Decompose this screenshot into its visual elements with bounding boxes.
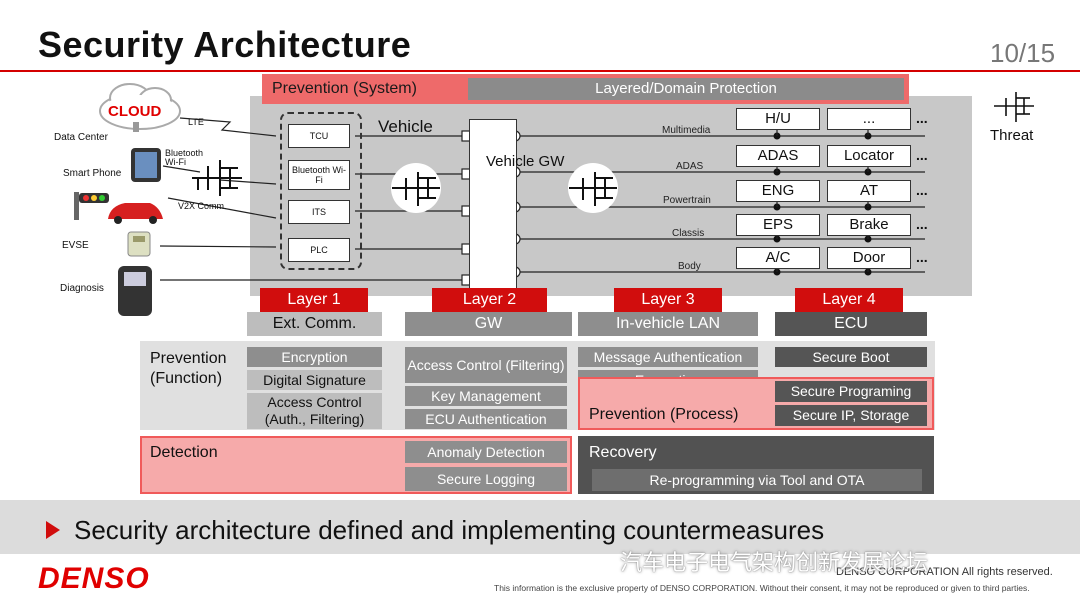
l4-secure-boot: Secure Boot [775, 347, 927, 367]
traffic-light-icon [74, 192, 79, 220]
bus-powertrain: Powertrain [663, 195, 711, 206]
vehicle-gw-label: Vehicle GW [486, 153, 565, 170]
summary-text: Security architecture defined and implem… [74, 515, 825, 545]
ecu-ac: A/C [736, 247, 820, 269]
ecu-more: ... [827, 108, 911, 130]
l1-digital-signature: Digital Signature [247, 370, 382, 390]
layer-3-sub: In-vehicle LAN [578, 312, 758, 336]
layer-4: Layer 4 [795, 288, 903, 312]
threat-icon [192, 92, 1034, 206]
prevention-process-label: Prevention (Process) [589, 406, 739, 423]
smart-phone-label: Smart Phone [63, 168, 122, 179]
vehicle-label: Vehicle [378, 117, 433, 136]
ecu-door: Door [827, 247, 911, 269]
evse-label: EVSE [62, 240, 89, 251]
l1-access-control: Access Control (Auth., Filtering) [247, 393, 382, 429]
bus-multimedia: Multimedia [662, 125, 711, 136]
ellipsis-adas: ... [916, 147, 928, 163]
ellipsis-body: ... [916, 249, 928, 265]
detection-label: Detection [150, 444, 218, 461]
l2-key-management: Key Management [405, 386, 567, 406]
bus-adas: ADAS [676, 161, 704, 172]
cloud-icon [99, 83, 181, 132]
ecu-hu: H/U [736, 108, 820, 130]
layer-1-sub: Ext. Comm. [247, 312, 382, 336]
l2-access-control: Access Control (Filtering) [405, 347, 567, 383]
ecu-brake: Brake [827, 214, 911, 236]
layer-3: Layer 3 [614, 288, 722, 312]
bus-body: Body [678, 261, 701, 272]
summary-bar [0, 500, 1080, 554]
confidential-notice: This information is the exclusive proper… [494, 583, 1030, 593]
denso-logo: DENSO [38, 562, 150, 595]
layer-2: Layer 2 [432, 288, 547, 312]
ecu-locator: Locator [827, 145, 911, 167]
ellipsis-multimedia: ... [916, 110, 928, 126]
recovery-label: Recovery [589, 444, 657, 461]
ellipsis-classis: ... [916, 216, 928, 232]
tcu-unit: TCU [288, 124, 350, 148]
bluetooth-wifi-unit: Bluetooth Wi-Fi [288, 160, 350, 190]
cloud-label: CLOUD [108, 103, 162, 120]
plc-unit: PLC [288, 238, 350, 262]
l2-ecu-authentication: ECU Authentication [405, 409, 567, 429]
secure-programing: Secure Programing [775, 381, 927, 402]
data-center-label: Data Center [54, 132, 108, 143]
ecu-at: AT [827, 180, 911, 202]
ecu-eps: EPS [736, 214, 820, 236]
external-comm-group [280, 112, 362, 270]
header-divider [0, 70, 1080, 72]
layered-protection-bar: Layered/Domain Protection [468, 78, 904, 100]
car-icon [108, 203, 163, 219]
l1-encryption: Encryption [247, 347, 382, 367]
bt-wifi-label: Bluetooth Wi-Fi [165, 148, 204, 167]
bus-classis: Classis [672, 228, 705, 239]
prevention-function-label: Prevention (Function) [150, 350, 227, 387]
lte-label: LTE [188, 117, 204, 127]
bullet-triangle-icon [46, 521, 60, 539]
copyright: DENSO CORPORATION All rights reserved. [836, 566, 1053, 578]
layer-2-sub: GW [405, 312, 572, 336]
page-number: 10/15 [990, 38, 1056, 68]
evse-icon [127, 231, 151, 257]
secure-logging: Secure Logging [405, 467, 567, 491]
page-title: Security Architecture [38, 24, 412, 65]
secure-ip-storage: Secure IP, Storage [775, 405, 927, 426]
l3-message-authentication: Message Authentication [578, 347, 758, 367]
layer-4-sub: ECU [775, 312, 927, 336]
threat-label: Threat [990, 127, 1034, 144]
its-unit: ITS [288, 200, 350, 224]
ellipsis-powertrain: ... [916, 182, 928, 198]
watermark: 汽车电子电气架构创新发展论坛 [620, 551, 929, 576]
reprogramming-ota: Re-programming via Tool and OTA [592, 469, 922, 491]
prevention-system-label: Prevention (System) [272, 80, 417, 97]
vehicle-gateway [469, 119, 517, 293]
v2x-label: V2X Comm. [178, 201, 227, 211]
diagnosis-label: Diagnosis [60, 283, 104, 294]
anomaly-detection: Anomaly Detection [405, 441, 567, 463]
ecu-eng: ENG [736, 180, 820, 202]
ecu-adas: ADAS [736, 145, 820, 167]
layer-1: Layer 1 [260, 288, 368, 312]
